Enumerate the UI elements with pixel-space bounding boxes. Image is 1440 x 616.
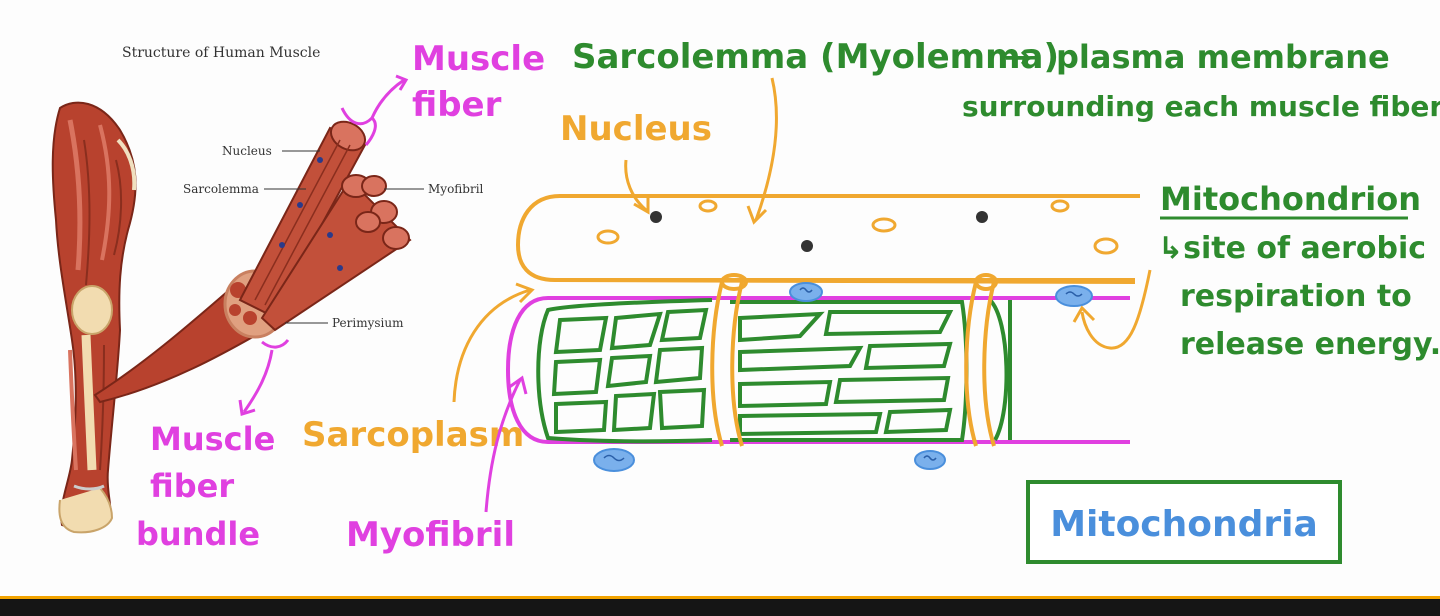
- myofibril-membrane: [505, 296, 1130, 444]
- note-sarcolemma-heading: Sarcolemma (Myolemma): [572, 37, 1059, 77]
- note-sarcolemma-def-line1: plasma membrane: [1056, 38, 1390, 76]
- figure-labels: Nucleus Sarcolemma Myofibril Perimysium: [183, 144, 484, 330]
- label-perimysium: Perimysium: [332, 316, 404, 330]
- annotation-nucleus: Nucleus: [560, 109, 712, 215]
- annotation-sarcolemma: Sarcolemma (Myolemma) → plasma membrane …: [572, 37, 1440, 225]
- annotation-muscle-fiber-bundle: Muscle fiber bundle: [136, 339, 290, 553]
- note-sarcolemma-arrow: →: [1004, 38, 1031, 76]
- fiber-bundle-illustration: [93, 120, 412, 404]
- nucleus-dots: [650, 211, 988, 252]
- figure-title: Structure of Human Muscle: [122, 45, 320, 61]
- note-mito-def-line1: ↳site of aerobic: [1158, 231, 1426, 266]
- annotation-myofibril: Myofibril: [346, 375, 528, 555]
- z-bands: [710, 273, 998, 447]
- note-bundle-line3: bundle: [136, 515, 260, 553]
- myofibril-strands: [536, 298, 1012, 444]
- diagram-canvas: Structure of Human Muscle: [51, 37, 1440, 564]
- note-sarcoplasm: Sarcoplasm: [302, 415, 524, 455]
- mitochondria-label-box: Mitochondria: [1026, 480, 1342, 564]
- annotation-sarcoplasm: Sarcoplasm: [302, 282, 535, 455]
- note-mitochondria-box: Mitochondria: [1050, 504, 1318, 545]
- annotation-muscle-fiber: Muscle fiber: [340, 39, 545, 146]
- note-sarcolemma-def-line2: surrounding each muscle fiber.: [962, 90, 1440, 123]
- note-mito-def-line2: respiration to: [1180, 279, 1412, 314]
- sarcoplasm-vesicles: [596, 199, 1119, 255]
- annotation-mitochondrion: Mitochondrion ↳site of aerobic respirati…: [1072, 180, 1440, 362]
- leg-illustration: [51, 101, 137, 534]
- note-bundle-line2: fiber: [150, 467, 234, 505]
- label-nucleus: Nucleus: [222, 144, 272, 158]
- note-muscle-fiber-line2: fiber: [412, 85, 502, 125]
- video-control-bar[interactable]: [0, 596, 1440, 616]
- label-sarcolemma: Sarcolemma: [183, 182, 259, 196]
- muscle-diagram: Structure of Human Muscle: [51, 37, 1440, 564]
- note-mito-def-line3: release energy.: [1180, 327, 1440, 362]
- video-progress-bar[interactable]: [0, 596, 1440, 599]
- sarcolemma-tube: [515, 194, 1140, 284]
- note-myofibril: Myofibril: [346, 515, 515, 555]
- note-muscle-fiber-line1: Muscle: [412, 39, 545, 79]
- note-bundle-line1: Muscle: [150, 420, 275, 458]
- label-myofibril: Myofibril: [428, 182, 484, 196]
- note-mitochondrion: Mitochondrion: [1160, 180, 1421, 218]
- mitochondria-shapes: [593, 282, 1093, 472]
- note-nucleus: Nucleus: [560, 109, 712, 149]
